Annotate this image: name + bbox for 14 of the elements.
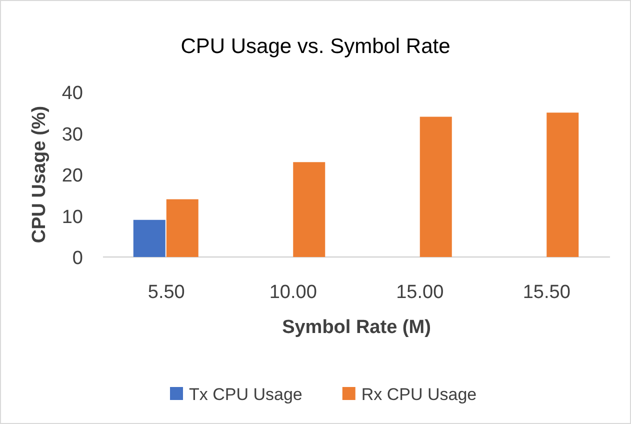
- tick-label: 10: [62, 206, 83, 228]
- tick-label: 5.50: [148, 282, 185, 303]
- tick-label: 30: [62, 124, 83, 146]
- tick-label: 0: [72, 248, 83, 269]
- axis-title: Symbol Rate (M): [282, 317, 431, 338]
- tick-label: 40: [62, 83, 83, 104]
- tick-label: 10.00: [269, 282, 317, 303]
- tick-label: 20: [62, 166, 83, 186]
- tick-label: 15.00: [396, 282, 444, 303]
- legend-label: Rx CPU Usage: [361, 385, 477, 404]
- chart-title: CPU Usage vs. Symbol Rate: [180, 35, 450, 58]
- axis-title: CPU Usage (%): [29, 106, 50, 244]
- legend-label: Tx CPU Usage: [189, 385, 302, 404]
- tick-label: 15.50: [522, 282, 570, 303]
